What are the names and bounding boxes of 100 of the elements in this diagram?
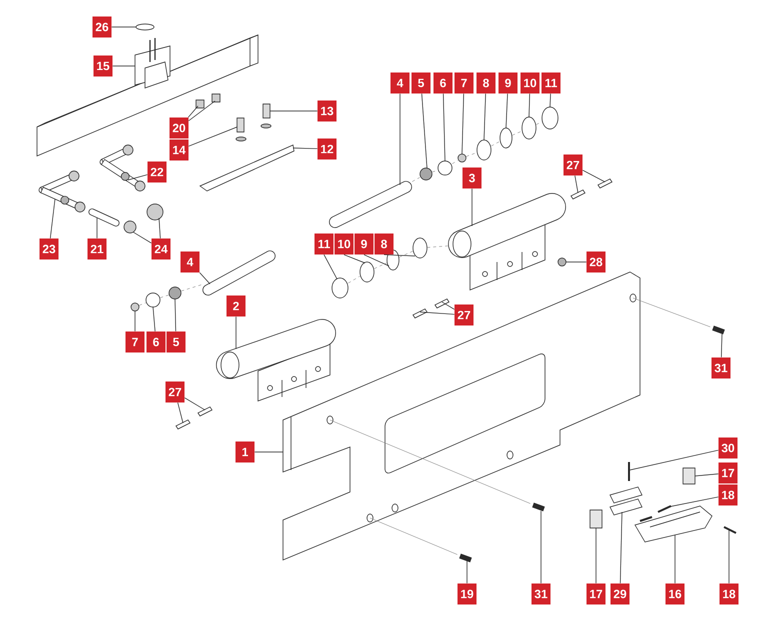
pin bbox=[724, 526, 736, 534]
assembly-line bbox=[370, 518, 458, 555]
callout-number: 30 bbox=[718, 438, 738, 458]
leader-line bbox=[442, 93, 446, 162]
bearing-sleeve bbox=[332, 278, 348, 298]
callout-number: 27 bbox=[564, 154, 582, 176]
callout-number: 27 bbox=[166, 382, 184, 402]
pipe bbox=[88, 208, 120, 226]
o-ring bbox=[136, 24, 154, 30]
callout-number: 18 bbox=[718, 484, 738, 506]
assembly-line bbox=[374, 262, 388, 269]
callout-number: 5 bbox=[412, 72, 430, 94]
callout-number: 15 bbox=[94, 56, 112, 76]
callout-number: 23 bbox=[40, 238, 58, 260]
leader-line bbox=[668, 496, 719, 508]
frame bbox=[282, 272, 640, 561]
callout-number: 3 bbox=[462, 168, 482, 188]
leader-line bbox=[466, 560, 468, 584]
callout-number: 26 bbox=[92, 16, 112, 38]
callout-number: 5 bbox=[166, 332, 186, 352]
needle-bearing bbox=[168, 286, 182, 300]
callout-number: 2 bbox=[226, 296, 246, 316]
ring bbox=[412, 238, 428, 258]
leader-line bbox=[442, 302, 455, 310]
leader-line bbox=[620, 512, 622, 584]
leader-line bbox=[152, 306, 156, 332]
leader-line bbox=[528, 93, 530, 118]
callout-number: 18 bbox=[720, 584, 738, 604]
assembly-line bbox=[452, 160, 458, 164]
fitting bbox=[124, 220, 136, 234]
callout-number: 24 bbox=[152, 238, 170, 260]
assembly-line bbox=[536, 122, 542, 125]
leader-line bbox=[188, 100, 216, 122]
clip bbox=[198, 406, 213, 416]
callout-number: 4 bbox=[180, 252, 200, 272]
snap-ring bbox=[500, 128, 512, 148]
leader-line bbox=[50, 198, 56, 239]
bushing bbox=[458, 154, 466, 162]
ring bbox=[476, 140, 492, 160]
callout-number: 11 bbox=[542, 72, 560, 94]
leader-line bbox=[728, 530, 730, 584]
ball bbox=[438, 160, 452, 176]
leader-line bbox=[540, 510, 542, 584]
leader-line bbox=[96, 218, 98, 239]
leader-line bbox=[420, 312, 455, 315]
bushing bbox=[130, 302, 140, 312]
assembly-line bbox=[426, 246, 448, 248]
ring bbox=[522, 116, 536, 140]
assembly-line bbox=[632, 298, 711, 328]
callout-number: 10 bbox=[520, 72, 540, 94]
shaft bbox=[329, 181, 412, 228]
callout-number: 16 bbox=[666, 584, 684, 604]
assembly-line bbox=[180, 284, 203, 292]
callout-number: 4 bbox=[390, 72, 410, 94]
leader-line bbox=[292, 148, 318, 150]
assembly-line bbox=[490, 141, 500, 146]
ring bbox=[360, 262, 374, 282]
callout-number: 14 bbox=[170, 140, 188, 160]
clip bbox=[570, 190, 586, 200]
clip bbox=[412, 308, 428, 318]
leader-line bbox=[384, 254, 416, 256]
callout-number: 21 bbox=[88, 238, 106, 260]
clip bbox=[434, 298, 450, 308]
elbow-fitting bbox=[196, 100, 204, 108]
leader-line bbox=[344, 254, 366, 264]
callout-number: 17 bbox=[718, 462, 738, 484]
callout-number: 7 bbox=[126, 332, 144, 352]
assembly-line bbox=[138, 302, 146, 306]
assembly-line bbox=[512, 130, 522, 136]
leader-line bbox=[199, 272, 210, 284]
callout-number: 9 bbox=[498, 72, 518, 94]
leader-line bbox=[694, 474, 719, 476]
elbow-fitting bbox=[212, 94, 220, 102]
pin bbox=[658, 505, 672, 513]
clip bbox=[598, 178, 613, 188]
leader-line bbox=[174, 298, 176, 332]
callout-number: 31 bbox=[532, 584, 550, 604]
leader-line bbox=[421, 93, 428, 168]
bent-pipe bbox=[38, 170, 86, 212]
callout-number: 1 bbox=[236, 442, 254, 462]
threaded-stud bbox=[260, 104, 272, 128]
leader-line bbox=[462, 93, 464, 154]
bent-pipe bbox=[100, 144, 146, 192]
callout-number: 13 bbox=[318, 100, 336, 122]
mounting-plate bbox=[134, 38, 170, 88]
callout-number: 6 bbox=[146, 332, 166, 352]
leader-line bbox=[506, 93, 508, 128]
assembly-line bbox=[398, 250, 414, 258]
leader-line bbox=[132, 232, 152, 244]
leader-line bbox=[630, 450, 719, 470]
assembly-line bbox=[466, 152, 478, 157]
callout-number: 9 bbox=[354, 234, 374, 254]
leader-line bbox=[324, 254, 338, 280]
callout-number: 17 bbox=[586, 584, 606, 604]
callout-number: 8 bbox=[374, 234, 394, 254]
callout-number: 29 bbox=[610, 584, 630, 604]
callout-number: 31 bbox=[712, 358, 730, 378]
callout-number: 28 bbox=[586, 252, 606, 272]
leader-line bbox=[134, 310, 136, 332]
callout-number: 27 bbox=[454, 304, 474, 326]
